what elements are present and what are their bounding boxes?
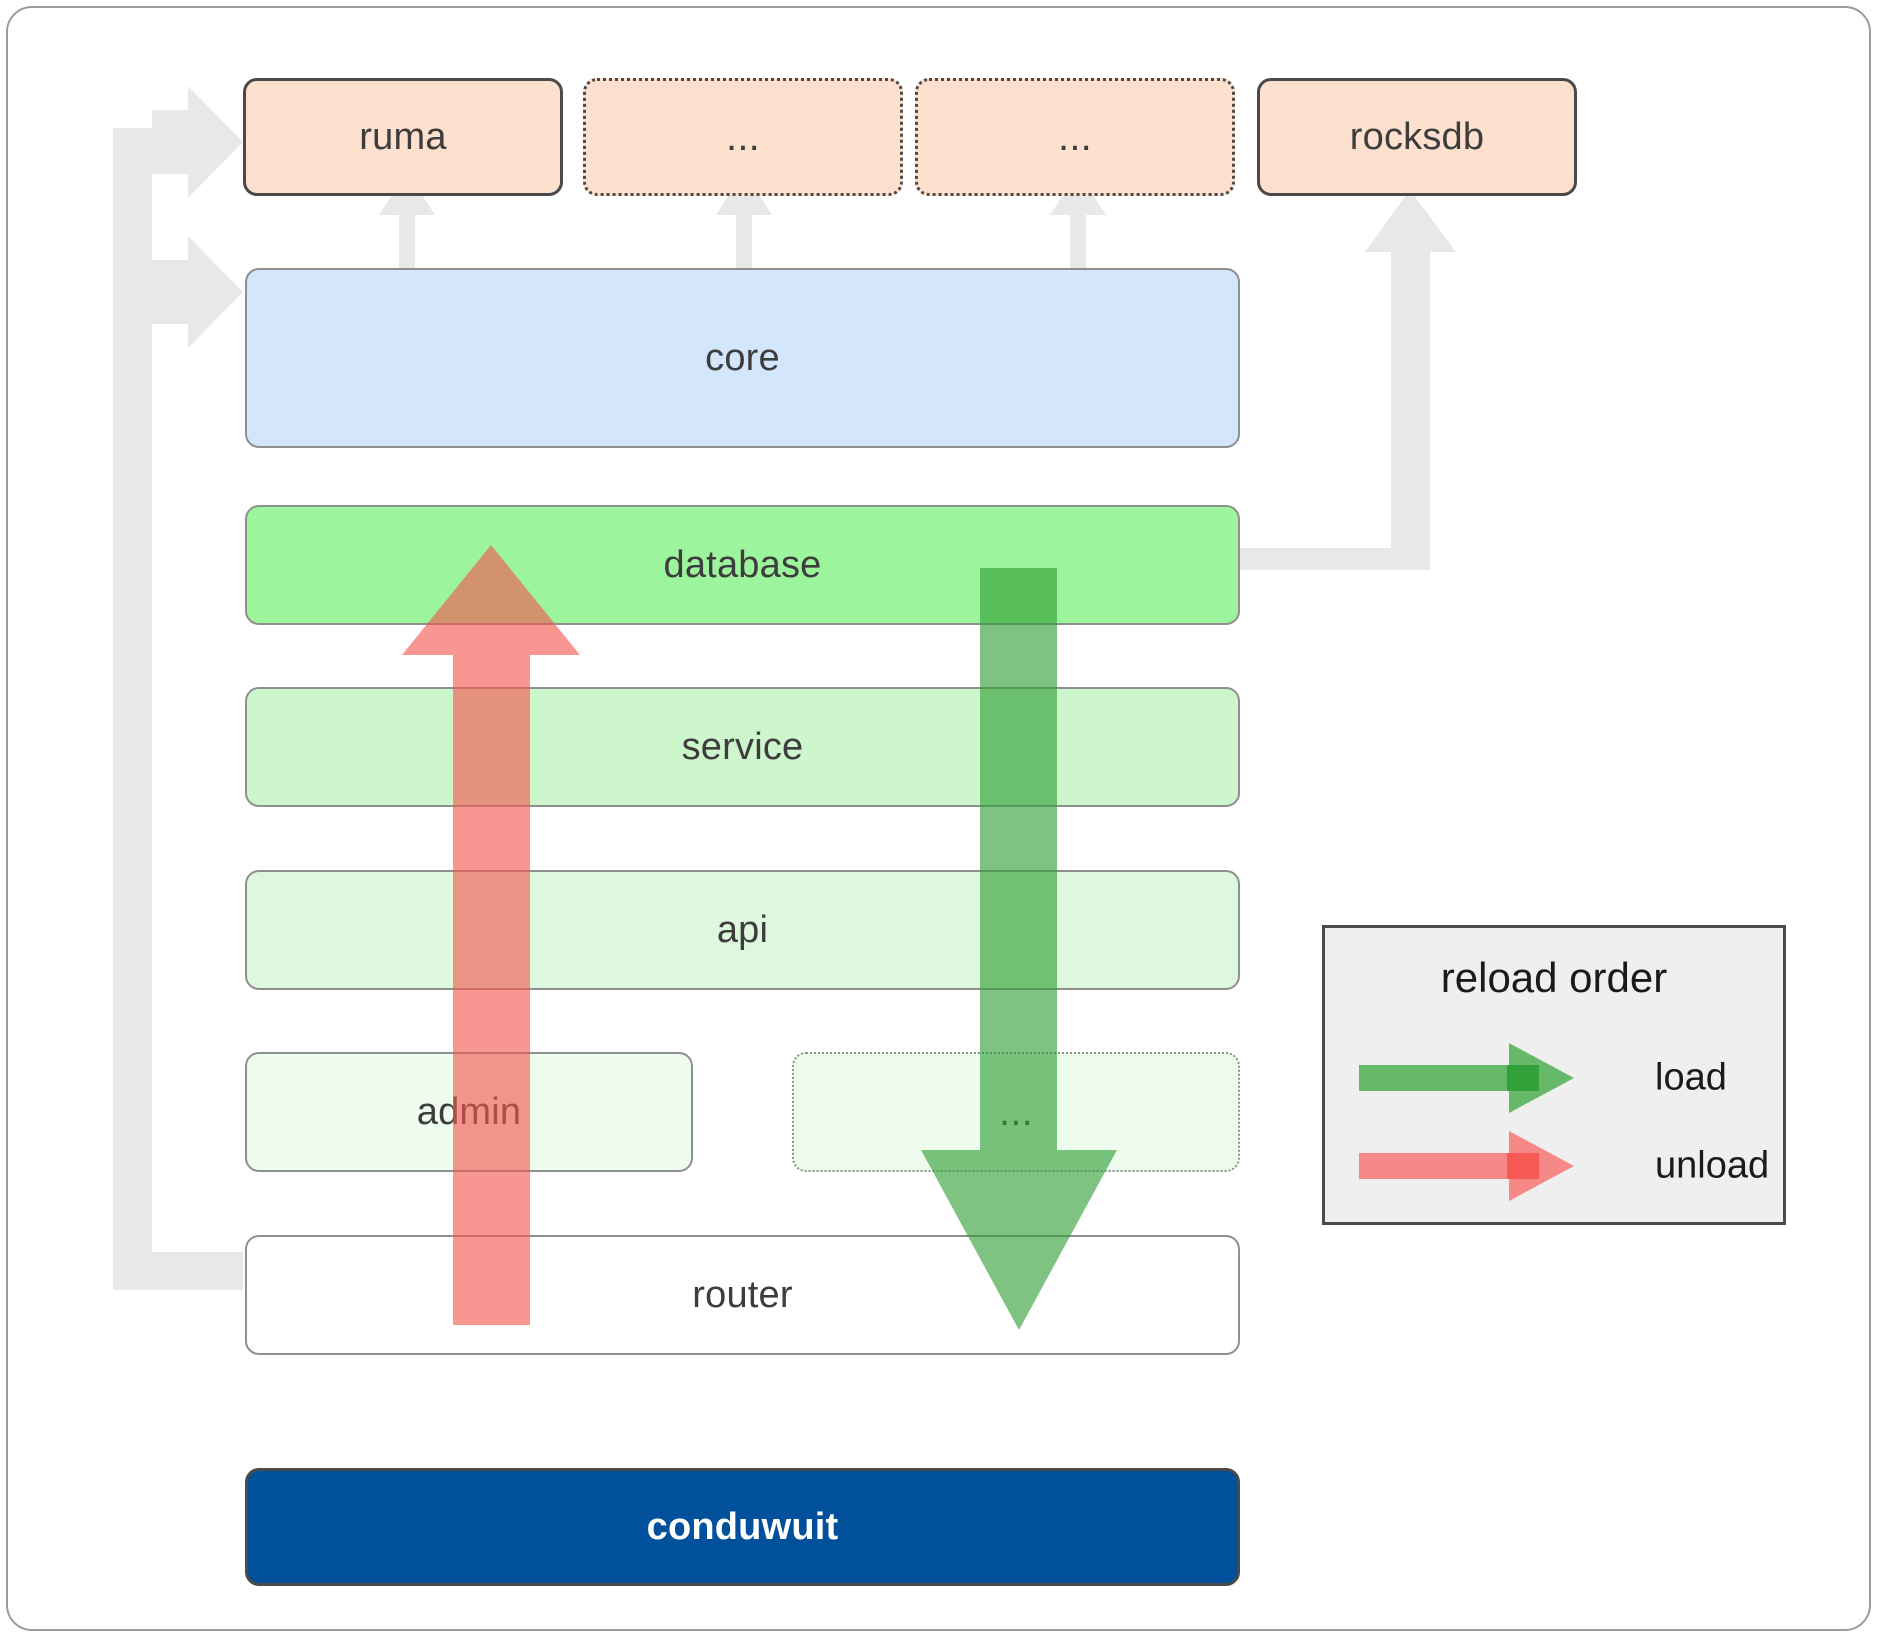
flow-arrow-load — [921, 568, 1117, 1330]
connector-core-to-externals — [379, 172, 1106, 270]
node-database[interactable]: database — [245, 505, 1240, 625]
node-api[interactable]: api — [245, 870, 1240, 990]
node-core-label: core — [705, 336, 780, 379]
node-database-label: database — [663, 543, 822, 586]
connector-core-to-dots-2 — [1050, 172, 1106, 270]
legend-label-load: load — [1655, 1056, 1727, 1099]
node-service-label: service — [681, 725, 804, 768]
legend-label-unload: unload — [1655, 1144, 1770, 1187]
node-conduwuit[interactable]: conduwuit — [245, 1468, 1240, 1586]
node-external-placeholder-1[interactable]: ... — [583, 78, 903, 196]
node-external-placeholder-1-label: ... — [726, 114, 760, 159]
node-external-placeholder-2-label: ... — [1058, 114, 1092, 159]
node-router[interactable]: router — [245, 1235, 1240, 1355]
legend-title: reload order — [1440, 954, 1668, 1001]
load-arrow-icon — [1359, 1043, 1574, 1113]
connector-database-to-rocksdb — [1240, 190, 1456, 570]
node-core[interactable]: core — [245, 268, 1240, 448]
node-router-label: router — [692, 1273, 793, 1316]
node-ruma[interactable]: ruma — [243, 78, 563, 196]
unload-arrow-icon — [1359, 1131, 1574, 1201]
node-external-placeholder-2[interactable]: ... — [915, 78, 1235, 196]
node-rocksdb-label: rocksdb — [1349, 115, 1485, 158]
node-api-label: api — [716, 908, 769, 951]
legend-row-unload: unload — [1325, 1126, 1783, 1206]
connector-core-to-ruma — [379, 172, 435, 270]
node-service[interactable]: service — [245, 687, 1240, 807]
node-rocksdb[interactable]: rocksdb — [1257, 78, 1577, 196]
connector-core-to-dots-1 — [716, 172, 772, 270]
connector-conduwuit-to-stack — [113, 86, 243, 1290]
node-ruma-label: ruma — [359, 115, 447, 158]
node-conduwuit-label: conduwuit — [646, 1505, 839, 1548]
legend-panel: reload order load unload — [1322, 925, 1786, 1225]
flow-arrow-unload — [402, 545, 580, 1325]
legend-row-load: load — [1325, 1038, 1783, 1118]
